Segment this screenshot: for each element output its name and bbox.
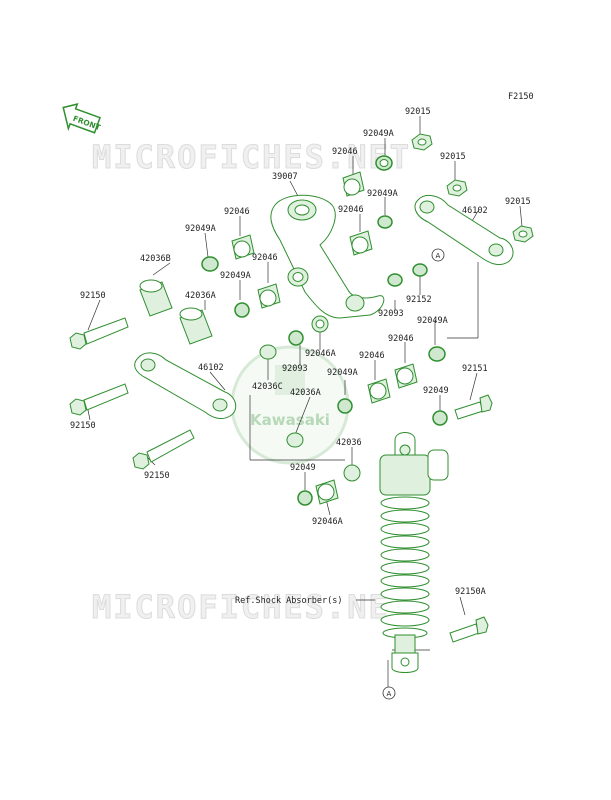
label-42036a-left: 42036A — [185, 291, 216, 301]
washer-92093-lower — [288, 330, 304, 346]
collar-42036 — [343, 464, 361, 482]
label-92150-upper: 92150 — [80, 291, 106, 301]
label-92046-left-mid: 92046 — [252, 253, 278, 263]
diagram-code: F2150 — [508, 92, 534, 102]
label-46102-right: 46102 — [462, 206, 488, 216]
ref-marker-a-top-text: A — [436, 252, 441, 260]
collar-42036b — [139, 279, 173, 317]
bearing-92046-top — [342, 171, 365, 197]
collar-42036a-left — [179, 307, 213, 345]
washer-92049-right — [432, 410, 448, 426]
label-92049-right: 92049 — [423, 386, 449, 396]
label-92046-top: 92046 — [332, 147, 358, 157]
label-92150-lower: 92150 — [144, 471, 170, 481]
part-labels: 92015 92049A 92046 92015 39007 92049A 92… — [70, 107, 531, 606]
watermark-bottom: MICROFICHES.NET — [92, 588, 411, 626]
bearing-92046a-mid — [311, 315, 329, 333]
bearing-92046-left-mid — [257, 283, 281, 309]
label-92046-right: 92046 — [388, 334, 414, 344]
bolt-92150-lower — [132, 429, 195, 470]
label-92093-lower: 92093 — [282, 364, 308, 374]
bearing-92046-lower-right — [367, 378, 391, 404]
label-92152: 92152 — [406, 295, 432, 305]
shock-absorber — [379, 432, 449, 673]
label-92151: 92151 — [462, 364, 488, 374]
nut-92015-top — [411, 133, 433, 151]
label-39007: 39007 — [272, 172, 298, 182]
label-42036b: 42036B — [140, 254, 171, 264]
washer-92049a-right — [428, 346, 446, 362]
label-42036a-lower: 42036A — [290, 388, 321, 398]
kawasaki-logo-text: Kawasaki — [250, 411, 330, 429]
leader-lines — [87, 116, 523, 688]
washer-92049a-left — [201, 256, 219, 272]
washer-92049a-left-mid — [234, 302, 250, 318]
nut-92015-far-right — [512, 225, 534, 243]
ref-shock-absorber-note: Ref.Shock Absorber(s) — [235, 596, 342, 606]
label-92049-lower: 92049 — [290, 463, 316, 473]
bearing-92046-mid — [349, 230, 373, 256]
bolt-92150a — [449, 616, 489, 643]
label-92046-left-upper: 92046 — [224, 207, 250, 217]
label-92046a-lower: 92046A — [312, 517, 343, 527]
label-92015-far-right: 92015 — [505, 197, 531, 207]
label-92150-middle: 92150 — [70, 421, 96, 431]
label-42036: 42036 — [336, 438, 362, 448]
ref-marker-a-bottom: A — [382, 686, 396, 700]
shock-spring — [380, 496, 430, 639]
bearing-92046-left-upper — [231, 234, 255, 260]
label-46102-left: 46102 — [198, 363, 224, 373]
bolt-92150-upper — [69, 317, 129, 350]
tie-rod-46102-right — [414, 194, 514, 265]
label-42036c: 42036C — [252, 382, 283, 392]
label-92046-mid: 92046 — [338, 205, 364, 215]
label-92015-top: 92015 — [405, 107, 431, 117]
label-92150a: 92150A — [455, 587, 486, 597]
label-92093-upper: 92093 — [378, 309, 404, 319]
label-92015-right: 92015 — [440, 152, 466, 162]
ref-marker-a-bottom-text: A — [387, 690, 392, 698]
watermark-top: MICROFICHES.NET — [92, 138, 411, 176]
bolt-92150-middle — [69, 383, 129, 416]
washer-92049-lower — [297, 490, 313, 506]
nut-92015-right — [446, 179, 468, 197]
washer-92049a-lower — [337, 398, 353, 414]
label-92049a-mid: 92049A — [367, 189, 398, 199]
label-92046-lower-right: 92046 — [359, 351, 385, 361]
tie-rod-46102-left — [134, 352, 237, 419]
collar-42036c — [259, 344, 277, 360]
front-arrow-icon: FRONT — [62, 103, 103, 134]
bolt-92151 — [454, 394, 493, 420]
bearing-92046-right — [394, 363, 418, 389]
label-92049a-right: 92049A — [417, 316, 448, 326]
ref-marker-a-top: A — [431, 248, 445, 262]
label-92049a-lower: 92049A — [327, 368, 358, 378]
label-92046a-mid: 92046A — [305, 349, 336, 359]
washer-92049a-top — [375, 155, 393, 171]
bearing-92046a-lower — [315, 479, 339, 505]
collar-42036a-lower — [286, 432, 304, 448]
washer-92049a-mid — [377, 215, 393, 229]
label-92049a-left: 92049A — [185, 224, 216, 234]
rocker-arm-39007 — [270, 194, 385, 319]
label-92049a-left-mid: 92049A — [220, 271, 251, 281]
washer-92093-upper — [387, 273, 403, 287]
label-92049a-top: 92049A — [363, 129, 394, 139]
washer-92152 — [412, 263, 428, 277]
